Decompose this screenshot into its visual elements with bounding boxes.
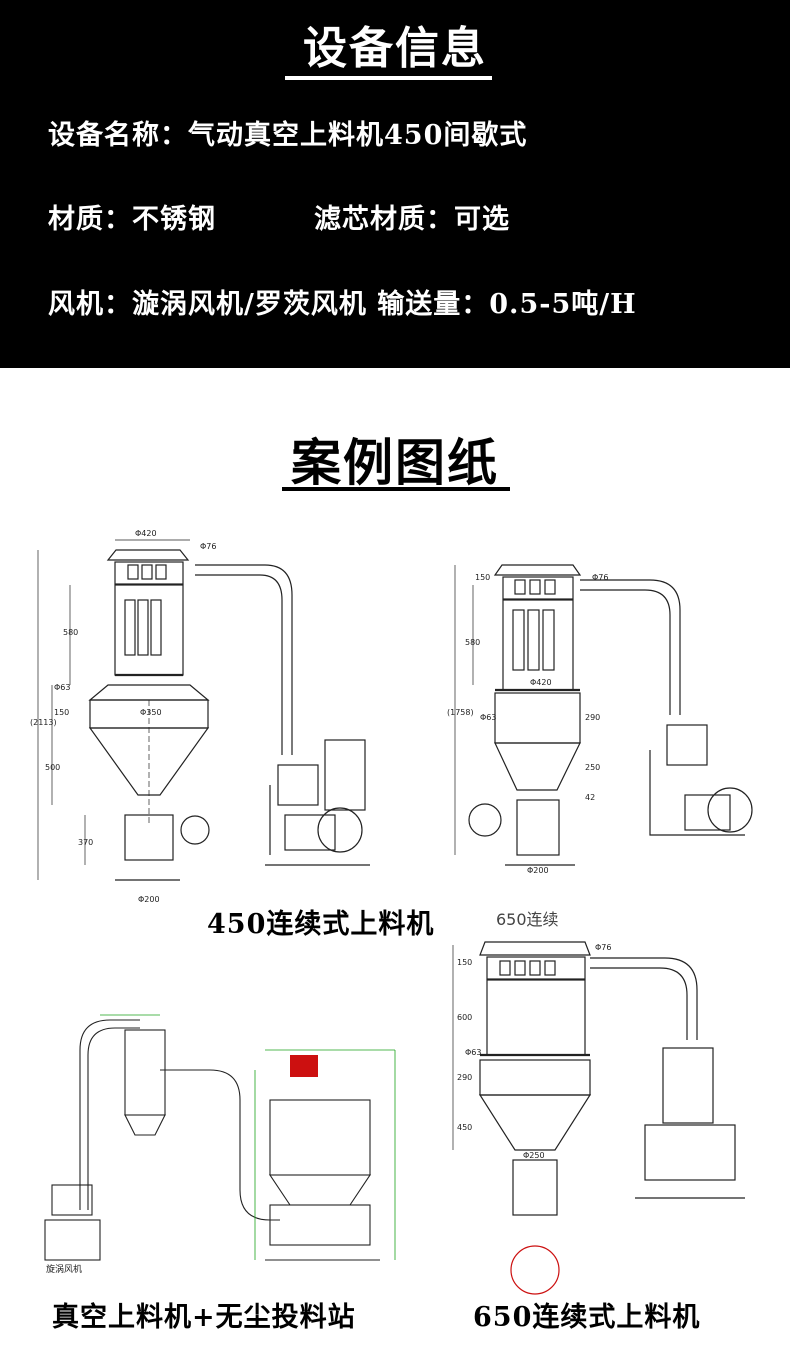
caption-650-continuous: 650连续式上料机: [473, 1302, 701, 1333]
dim-580-b: 580: [465, 638, 480, 647]
dim-d350: Φ350: [140, 708, 162, 717]
drawing-450-continuous: Φ420 Φ76 580 Φ63 (2113) 150 Φ350 500 370…: [30, 529, 370, 904]
cases-title: 案例图纸: [291, 433, 499, 492]
dim-250-b: 250: [585, 763, 600, 772]
dim-500: 500: [45, 763, 60, 772]
dim-150-c: 150: [457, 958, 472, 967]
dim-d63-c: Φ63: [465, 1048, 481, 1057]
dim-d200-a: Φ200: [138, 895, 160, 904]
dim-total-a: (2113): [30, 718, 57, 727]
dim-580-a: 580: [63, 628, 78, 637]
dim-600-c: 600: [457, 1013, 472, 1022]
dim-290-b: 290: [585, 713, 600, 722]
dim-450-c: 450: [457, 1123, 472, 1132]
info-title-underline: [285, 76, 492, 80]
cases-title-underline: [282, 487, 510, 491]
filter-material-label: 滤芯材质：可选: [314, 204, 510, 235]
dim-d76-a: Φ76: [200, 542, 216, 551]
dim-42-b: 42: [585, 793, 595, 802]
caption-450-continuous: 450连续式上料机: [207, 909, 435, 940]
dim-d200-b: Φ200: [527, 866, 549, 875]
dim-d76-c: Φ76: [595, 943, 611, 952]
note-fan-label: 旋涡风机: [46, 1265, 83, 1275]
dim-d250-c: Φ250: [523, 1151, 545, 1160]
dim-290-c: 290: [457, 1073, 472, 1082]
dim-total-b: (1758): [447, 708, 474, 717]
dim-d420-a: Φ420: [135, 529, 157, 538]
material-line: 材质：不锈钢 滤芯材质：可选: [48, 197, 510, 236]
dim-d76-b: Φ76: [592, 573, 608, 582]
material-label: 材质：不锈钢: [48, 204, 216, 235]
info-panel: 设备信息 设备名称：气动真空上料机450间歇式 材质：不锈钢 滤芯材质：可选 风机…: [0, 0, 790, 368]
dim-150-a: 150: [54, 708, 69, 717]
info-title: 设备信息: [303, 23, 487, 74]
dim-d420-b: Φ420: [530, 678, 552, 687]
dim-d63-b: Φ63: [480, 713, 496, 722]
drawing-vacuum-station: [44, 1014, 396, 1261]
caption-vacuum-loader-station: 真空上料机+无尘投料站: [52, 1302, 356, 1333]
drawing-450-right: 150 Φ76 580 (1758) Φ420 Φ63 290 250 42 Φ…: [447, 564, 753, 875]
dim-d63-a: Φ63: [54, 683, 70, 692]
equipment-name-line: 设备名称：气动真空上料机450间歇式: [48, 120, 528, 151]
fan-capacity-line: 风机：漩涡风机/罗茨风机 输送量：0.5-5吨/H: [48, 289, 637, 320]
dim-370: 370: [78, 838, 93, 847]
dim-150-b: 150: [475, 573, 490, 582]
note-650-continuous: 650连续: [496, 910, 559, 929]
drawing-650-continuous: 150 Φ76 600 Φ63 290 450 Φ250: [452, 941, 745, 1295]
